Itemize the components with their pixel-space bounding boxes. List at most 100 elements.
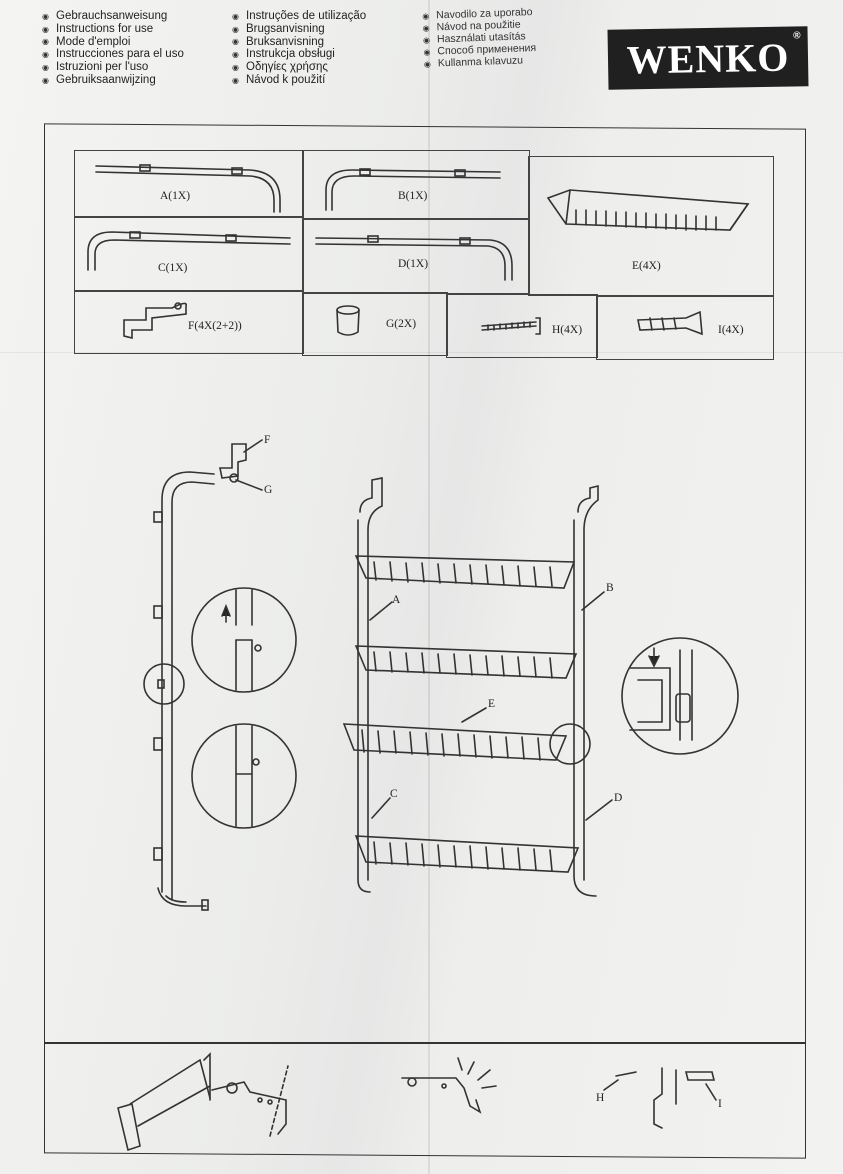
language-row: ◉ Istruzioni per l'uso — [40, 61, 184, 74]
language-row: ◉ Mode d'emploi — [40, 36, 184, 49]
leader-line-d — [585, 799, 613, 821]
leader-line-a — [369, 601, 393, 621]
part-cell-c — [74, 216, 304, 292]
rod-b-icon — [325, 168, 501, 211]
language-row: ◉ Návod k použití — [230, 74, 366, 87]
diagram-label-e: E — [488, 698, 496, 710]
language-bullet-icon: ◉ — [232, 24, 239, 34]
callout-circle — [549, 723, 591, 765]
language-bullet-icon: ◉ — [42, 63, 49, 73]
language-label: Οδηγίες χρήσης — [246, 61, 328, 74]
bottom-label-h: H — [596, 1092, 605, 1104]
bracket-bend-icon — [401, 1057, 497, 1114]
language-label: Mode d'emploi — [56, 35, 131, 48]
basket-4 — [354, 835, 580, 873]
basket-3 — [342, 723, 568, 761]
basket-1 — [354, 555, 576, 589]
part-label-c: C(1X) — [158, 262, 188, 274]
language-bullet-icon: ◉ — [42, 11, 49, 21]
fold-line-vertical — [428, 0, 430, 1174]
part-cell-f — [74, 290, 304, 354]
part-cell-a — [74, 150, 304, 218]
diagram-label-f: F — [264, 434, 271, 446]
screw-h-icon — [481, 317, 541, 335]
language-list-1: ◉ Gebrauchsanweisung ◉ Instructions for us… — [40, 10, 184, 87]
language-label: Bruksanvisning — [246, 35, 324, 48]
part-label-b: B(1X) — [398, 190, 428, 202]
language-bullet-icon: ◉ — [232, 63, 239, 73]
language-label: Gebrauchsanweisung — [56, 10, 168, 22]
part-cell-b — [302, 150, 530, 220]
rod-d-icon — [315, 235, 513, 281]
language-row: ◉ Bruksanvisning — [230, 36, 366, 49]
leader-line-b — [581, 591, 605, 611]
language-bullet-icon: ◉ — [42, 50, 49, 60]
language-row: ◉ Instrukcja obsługi — [230, 48, 366, 61]
language-row: ◉ Brugsanvisning — [230, 23, 366, 36]
diagram-label-d: D — [614, 792, 623, 804]
language-row: ◉ Instruções de utilização — [230, 10, 366, 23]
basket-2 — [354, 645, 578, 679]
part-label-f: F(4X(2+2)) — [188, 320, 242, 332]
language-label: Istruzioni per l'uso — [56, 61, 149, 74]
language-list-2: ◉ Instruções de utilização ◉ Brugsanvisnin… — [230, 10, 366, 87]
language-bullet-icon: ◉ — [232, 75, 239, 85]
language-bullet-icon: ◉ — [42, 24, 49, 34]
bracket-cut-icon — [211, 1065, 289, 1137]
screw-mount-icon — [603, 1067, 717, 1129]
part-cell-h — [446, 294, 598, 358]
language-label: Návod k použití — [246, 73, 326, 86]
part-label-i: I(4X) — [718, 324, 744, 336]
language-row: ◉ Gebrauchsanweisung — [40, 10, 184, 23]
zoom-detail-2 — [191, 723, 297, 829]
language-bullet-icon: ◉ — [232, 50, 239, 60]
diagram-label-g: G — [264, 484, 273, 496]
leader-line-e — [461, 707, 487, 723]
saw-icon — [117, 1052, 211, 1152]
language-row: ◉ Instructions for use — [40, 23, 184, 36]
language-label: Instrucciones para el uso — [56, 48, 184, 61]
wall-plug-i-icon — [637, 310, 703, 336]
language-bullet-icon: ◉ — [232, 11, 239, 21]
bracket-f-icon — [123, 302, 188, 340]
basket-e-icon — [546, 189, 750, 231]
diagram-label-b: B — [606, 582, 614, 594]
part-cell-g — [302, 292, 448, 356]
bottom-divider — [44, 1042, 806, 1044]
language-row: ◉ Instrucciones para el uso — [40, 48, 184, 61]
diagram-label-a: A — [392, 594, 401, 606]
part-label-h: H(4X) — [552, 324, 583, 336]
part-cell-e — [528, 156, 774, 296]
arrow-down-icon — [648, 647, 660, 668]
cap-g-icon — [336, 305, 360, 336]
language-row: ◉ Gebruiksaanwijzing — [40, 74, 184, 87]
fold-line-horizontal — [0, 352, 843, 353]
rod-assembly-detail — [143, 471, 215, 911]
part-label-d: D(1X) — [398, 258, 429, 270]
language-label: Brugsanvisning — [246, 22, 325, 35]
rod-c-icon — [87, 231, 291, 271]
language-bullet-icon: ◉ — [42, 75, 49, 85]
part-label-g: G(2X) — [386, 318, 417, 330]
bracket-with-cap-detail — [219, 439, 263, 491]
language-label: Instructions for use — [56, 22, 154, 35]
part-cell-i — [596, 296, 774, 360]
diagram-label-c: C — [390, 788, 398, 800]
leader-line-c — [371, 797, 391, 819]
language-label: Instrukcja obsługi — [246, 48, 335, 61]
part-cell-d — [302, 218, 530, 294]
language-label: Gebruiksaanwijzing — [56, 73, 156, 86]
language-row: ◉ Οδηγίες χρήσης — [230, 61, 366, 74]
part-label-a: A(1X) — [160, 190, 191, 202]
language-label: Instruções de utilização — [246, 10, 367, 22]
bottom-label-i: I — [718, 1098, 722, 1110]
arrow-up-icon — [221, 603, 231, 623]
language-bullet-icon: ◉ — [232, 37, 239, 47]
rack-frame — [357, 477, 599, 897]
zoom-detail-1 — [191, 587, 297, 693]
language-bullet-icon: ◉ — [42, 37, 49, 47]
